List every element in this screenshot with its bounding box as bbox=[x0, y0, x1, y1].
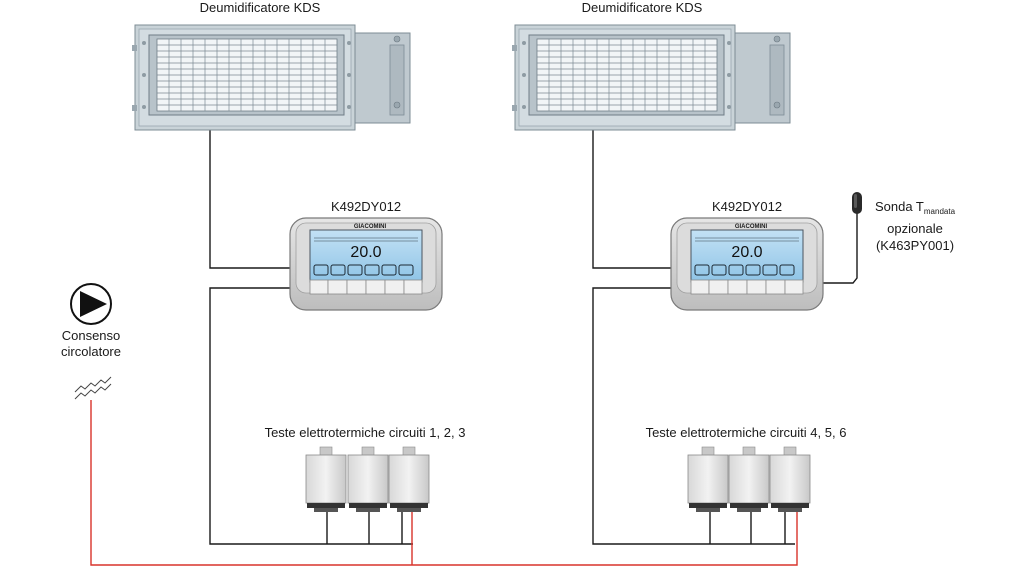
controller-k492dy012-2 bbox=[670, 217, 824, 311]
controller-k492dy012-1 bbox=[289, 217, 443, 311]
pump-label-line1: Consenso bbox=[61, 328, 121, 343]
dehumidifier-kds-1 bbox=[132, 24, 411, 131]
controller-2-model: K492DY012 bbox=[711, 199, 783, 214]
controller-1-model: K492DY012 bbox=[330, 199, 402, 214]
valves-1-label: Teste elettrotermiche circuiti 1, 2, 3 bbox=[264, 425, 466, 440]
pump-label-line2: circolatore bbox=[61, 344, 121, 359]
wire-dehumidifier-2-to-controller bbox=[592, 130, 673, 269]
wire-break-symbol bbox=[74, 376, 112, 400]
temperature-probe bbox=[852, 192, 862, 214]
thermoelectric-valve-4 bbox=[687, 446, 729, 512]
probe-label: Sonda Tmandata opzionale (K463PY001) bbox=[862, 198, 968, 254]
dehumidifier-2-title: Deumidificatore KDS bbox=[581, 0, 703, 15]
thermoelectric-valve-3 bbox=[388, 446, 430, 512]
dehumidifier-kds-2 bbox=[512, 24, 791, 131]
pump-icon bbox=[70, 283, 112, 325]
wire-probe bbox=[822, 212, 858, 284]
thermoelectric-valve-5 bbox=[728, 446, 770, 512]
probe-label-sub: mandata bbox=[923, 207, 956, 216]
wire-dehumidifier-1-to-controller bbox=[209, 130, 292, 269]
controller-1-display-value: 20.0 bbox=[350, 244, 382, 261]
probe-label-line2: opzionale bbox=[887, 221, 943, 236]
probe-label-line3: (K463PY001) bbox=[875, 238, 955, 253]
black-wiring bbox=[209, 130, 858, 545]
controller-1-brand: GIACOMINI bbox=[353, 224, 387, 230]
thermoelectric-valve-6 bbox=[769, 446, 811, 512]
thermoelectric-valve-1 bbox=[305, 446, 347, 512]
valves-2-label: Teste elettrotermiche circuiti 4, 5, 6 bbox=[645, 425, 847, 440]
wire-controller-2-to-valves bbox=[592, 287, 795, 545]
pump-label: Consenso circolatore bbox=[40, 328, 142, 360]
controller-lcd bbox=[690, 229, 804, 283]
dehumidifier-1-title: Deumidificatore KDS bbox=[199, 0, 321, 15]
thermoelectric-valve-2 bbox=[347, 446, 389, 512]
circulator-signal-wiring bbox=[90, 400, 798, 566]
wire-controller-1-to-valves bbox=[209, 287, 413, 545]
controller-2-display-value: 20.0 bbox=[731, 244, 763, 261]
controller-2-brand: GIACOMINI bbox=[734, 224, 768, 230]
probe-label-line1: Sonda T bbox=[874, 199, 924, 214]
